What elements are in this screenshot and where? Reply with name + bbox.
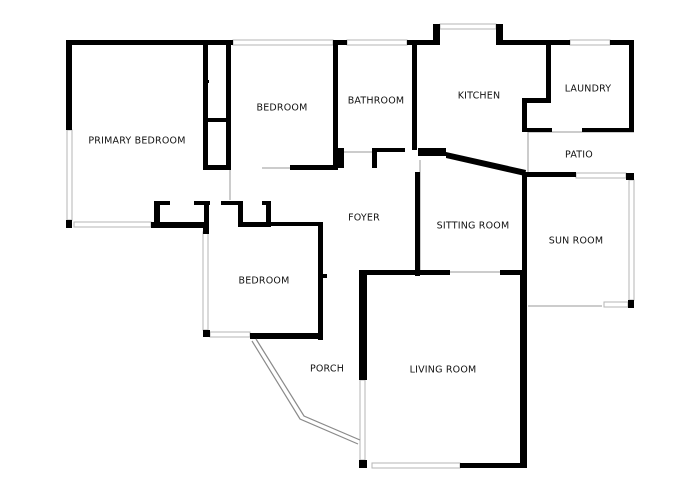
wall-sitting-west <box>415 172 420 276</box>
porch-wall <box>251 338 361 445</box>
wall-bedroom-north-south-a <box>203 165 231 170</box>
wall-north-e <box>610 40 634 45</box>
label-kitchen: KITCHEN <box>458 91 501 102</box>
label-porch: PORCH <box>310 364 344 375</box>
windows <box>66 23 635 469</box>
window-bathroom-north <box>346 39 408 46</box>
wall-laundry-south-b <box>582 128 634 132</box>
wall-closet-s1-west <box>154 201 160 227</box>
window-bedroom-north <box>232 39 334 46</box>
wall-north-c <box>407 40 438 45</box>
wall-closet-s3-top <box>221 201 243 205</box>
label-living-room: LIVING ROOM <box>410 365 477 376</box>
wall-bathroom-west <box>333 45 338 170</box>
window-living-room-west <box>359 379 366 461</box>
wall-bathroom-south-c <box>377 148 405 152</box>
wall-closet-s3-post <box>238 201 243 227</box>
wall-kitchen-diagonal <box>446 152 526 176</box>
label-sun-room: SUN ROOM <box>549 236 603 247</box>
wall-sunroom-north <box>524 172 576 177</box>
wall-west-primary-lower <box>66 220 72 228</box>
wall-closet-s1-top <box>154 201 170 205</box>
window-primary-bedroom-south <box>73 221 152 228</box>
wall-closet-s2-mid <box>204 201 209 231</box>
wall-living-east <box>520 270 527 468</box>
wall-north-a <box>66 40 233 45</box>
label-patio: PATIO <box>565 150 593 161</box>
wall-bedroom-north-south-b <box>290 165 338 170</box>
label-bathroom: BATHROOM <box>348 96 405 107</box>
wall-sunroom-east-end <box>626 173 634 180</box>
porch-outline-inner <box>251 340 359 445</box>
wall-bedroom-south-north <box>238 222 288 226</box>
window-laundry-north <box>569 39 611 46</box>
wall-sunroom-west <box>522 172 527 270</box>
label-bedroom-north: BEDROOM <box>257 103 308 114</box>
wall-laundry-south-a <box>522 128 552 132</box>
window-primary-bedroom-west <box>66 129 73 221</box>
label-primary-bedroom: PRIMARY BEDROOM <box>88 136 185 147</box>
window-bedroom-south-south <box>209 331 251 338</box>
wall-bedroom-south-east-stub <box>318 274 327 278</box>
wall-laundry-step-down <box>522 98 527 132</box>
wall-kitchen-counter <box>418 148 446 156</box>
wall-laundry-step <box>522 98 551 103</box>
window-sunroom-east <box>628 179 635 301</box>
wall-closet-s2-top <box>194 201 210 205</box>
label-bedroom-south: BEDROOM <box>239 276 290 287</box>
wall-west-primary-upper <box>66 40 72 130</box>
wall-living-west <box>359 270 367 380</box>
wall-living-south <box>460 463 527 468</box>
label-foyer: FOYER <box>348 213 380 224</box>
window-sunroom-south <box>603 301 629 308</box>
wall-bedroom-south-east <box>318 222 323 340</box>
label-sitting-room: SITTING ROOM <box>437 221 510 232</box>
wall-living-north-b <box>500 270 527 275</box>
window-living-room-south <box>371 462 461 469</box>
wall-closet-s4-post <box>266 201 271 227</box>
wall-sunroom-southeast <box>628 300 634 308</box>
room-labels: PRIMARY BEDROOM BEDROOM BATHROOM KITCHEN… <box>88 84 611 376</box>
wall-living-north-a <box>361 270 450 275</box>
wall-north-d <box>496 40 570 45</box>
wall-primary-south-end <box>151 222 206 228</box>
wall-bedroom-south-sw <box>203 330 210 337</box>
wall-north-b <box>333 40 347 45</box>
wall-closet-vertical <box>203 45 208 168</box>
wall-kitchen-bump-west <box>433 24 440 45</box>
wall-kitchen-bump-east <box>496 24 503 45</box>
wall-living-west-low <box>359 460 367 468</box>
wall-closet-shelf <box>203 118 227 122</box>
walls <box>66 24 634 468</box>
wall-bedroom-north-west <box>226 45 231 168</box>
wall-closet-s4-top <box>262 201 271 205</box>
wall-bathroom-east <box>412 45 417 150</box>
wall-bathroom-south-b <box>372 148 377 168</box>
wall-bedroom-south-nw <box>203 226 209 234</box>
porch-outline-outer <box>255 338 361 441</box>
window-bedroom-south-west <box>202 231 209 331</box>
window-kitchen-north <box>439 23 497 30</box>
wall-laundry-west <box>546 40 551 102</box>
wall-east-laundry <box>629 40 634 132</box>
wall-bedroom-south-south <box>250 333 323 339</box>
label-laundry: LAUNDRY <box>565 84 612 95</box>
window-sunroom-north <box>575 172 627 179</box>
wall-bedroom-south-north-b <box>270 222 320 226</box>
wall-closet-shelf-2 <box>203 80 209 83</box>
wall-bathroom-south-a <box>338 148 344 168</box>
